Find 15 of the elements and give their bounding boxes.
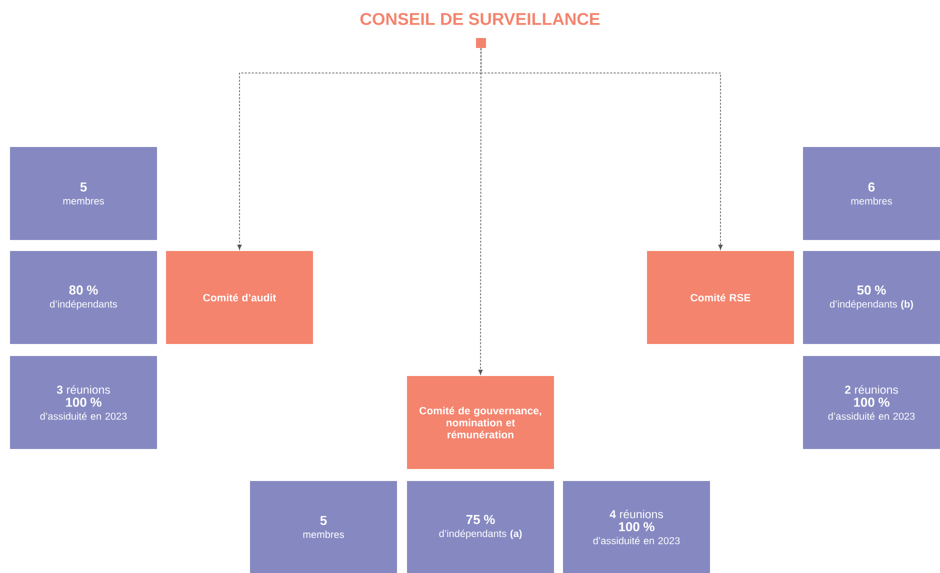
stat-box: 5 membres: [10, 147, 157, 240]
stat-box: 75 % d’indépendants (a): [407, 481, 554, 573]
stat-box: 5 membres: [250, 481, 397, 573]
stat-box: 6 membres: [803, 147, 940, 240]
dashed-arrow: [480, 48, 723, 250]
stat-box: 4 réunions 100 % d’assiduité en 2023: [563, 481, 710, 573]
committee-box: Comité de gouvernance, nomination et rémunération: [407, 376, 554, 469]
connector-square: [476, 38, 486, 48]
title: CONSEIL DE SURVEILLANCE: [360, 12, 600, 26]
stat-box: 50 % d’indépendants (b): [803, 251, 940, 344]
committee-box: Comité RSE: [647, 251, 794, 344]
committee-box: Comité d’audit: [166, 251, 313, 344]
stat-box: 2 réunions 100 % d’assiduité en 2023: [803, 356, 940, 449]
stat-box: 80 % d’indépendants: [10, 251, 157, 344]
stat-box: 3 réunions 100 % d’assiduité en 2023: [10, 356, 157, 449]
